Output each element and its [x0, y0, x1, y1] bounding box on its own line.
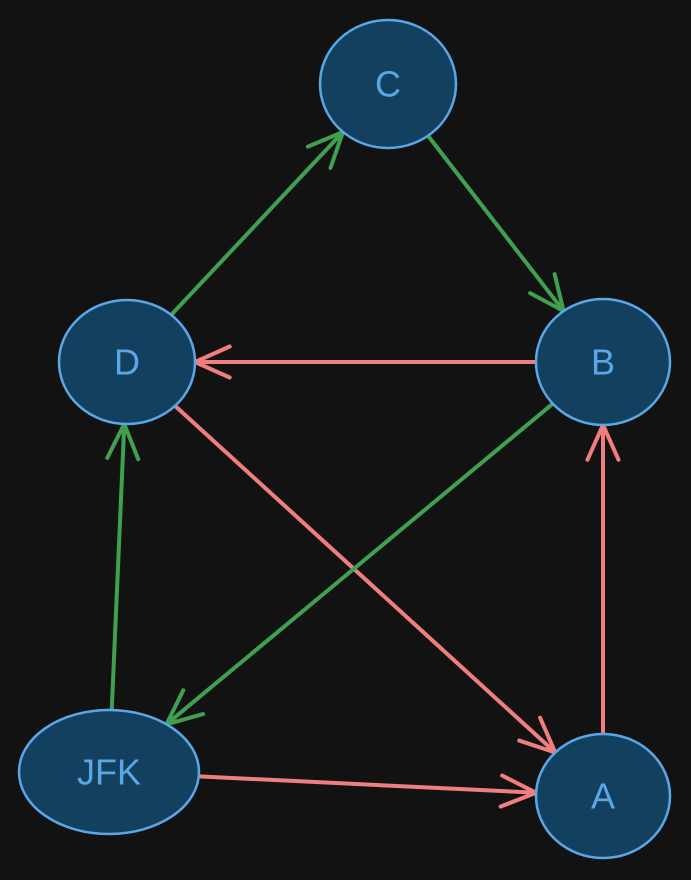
edge-b-to-jfk-line — [164, 401, 555, 727]
edge-a-to-b[interactable] — [585, 423, 621, 736]
edge-jfk-to-d[interactable] — [105, 421, 141, 713]
node-jfk[interactable]: JFK — [17, 708, 201, 836]
node-a[interactable]: A — [534, 732, 672, 860]
edge-jfk-to-d-line — [109, 421, 127, 713]
edge-d-to-a-line — [173, 403, 558, 755]
node-d-circle — [57, 298, 197, 426]
node-d-label: D — [114, 342, 140, 383]
node-d[interactable]: D — [57, 298, 197, 426]
nodes-layer: C D B JFK A — [17, 18, 672, 860]
edge-d-to-c-line — [169, 129, 345, 317]
node-a-label: A — [591, 776, 615, 817]
node-jfk-label: JFK — [77, 752, 141, 793]
node-jfk-circle — [17, 708, 201, 836]
edge-c-to-b[interactable] — [426, 133, 566, 314]
edge-c-to-b-line — [426, 133, 566, 314]
edge-d-to-a[interactable] — [173, 403, 558, 755]
node-a-circle — [534, 732, 672, 860]
edges-layer — [105, 129, 621, 809]
node-b[interactable]: B — [534, 297, 672, 427]
node-b-circle — [534, 297, 672, 427]
node-c-label: C — [375, 64, 401, 105]
edge-d-to-c[interactable] — [169, 129, 345, 317]
node-b-label: B — [591, 342, 615, 383]
node-c-circle — [318, 18, 458, 150]
edge-b-to-d[interactable] — [193, 344, 538, 380]
edge-jfk-to-a-line — [196, 774, 539, 795]
edge-jfk-to-a[interactable] — [196, 773, 539, 809]
node-c[interactable]: C — [318, 18, 458, 150]
